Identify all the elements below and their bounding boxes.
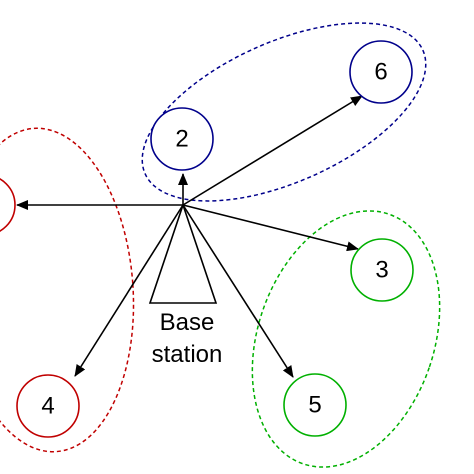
base-station-label-line2: station (152, 341, 223, 368)
node-1 (0, 178, 16, 232)
node-3-label: 3 (375, 257, 388, 284)
node-5: 5 (283, 373, 347, 437)
node-3: 3 (350, 238, 414, 302)
arrow-to-node-5 (182, 204, 294, 378)
node-4-label: 4 (41, 393, 54, 420)
cluster-blue-boundary (141, 22, 427, 202)
node-2: 2 (150, 107, 214, 171)
node-2-label: 2 (175, 126, 188, 153)
node-6-label: 6 (374, 59, 387, 86)
arrow-to-node-4 (74, 204, 184, 377)
cluster-green-boundary (251, 210, 441, 468)
arrow-to-node-3 (182, 204, 359, 252)
node-6: 6 (349, 40, 413, 104)
node-5-label: 5 (308, 392, 321, 419)
node-4: 4 (16, 374, 80, 438)
base-station-tower (148, 202, 218, 304)
arrow-to-node-6 (182, 95, 363, 206)
base-station-label-line1: Base (160, 309, 215, 336)
